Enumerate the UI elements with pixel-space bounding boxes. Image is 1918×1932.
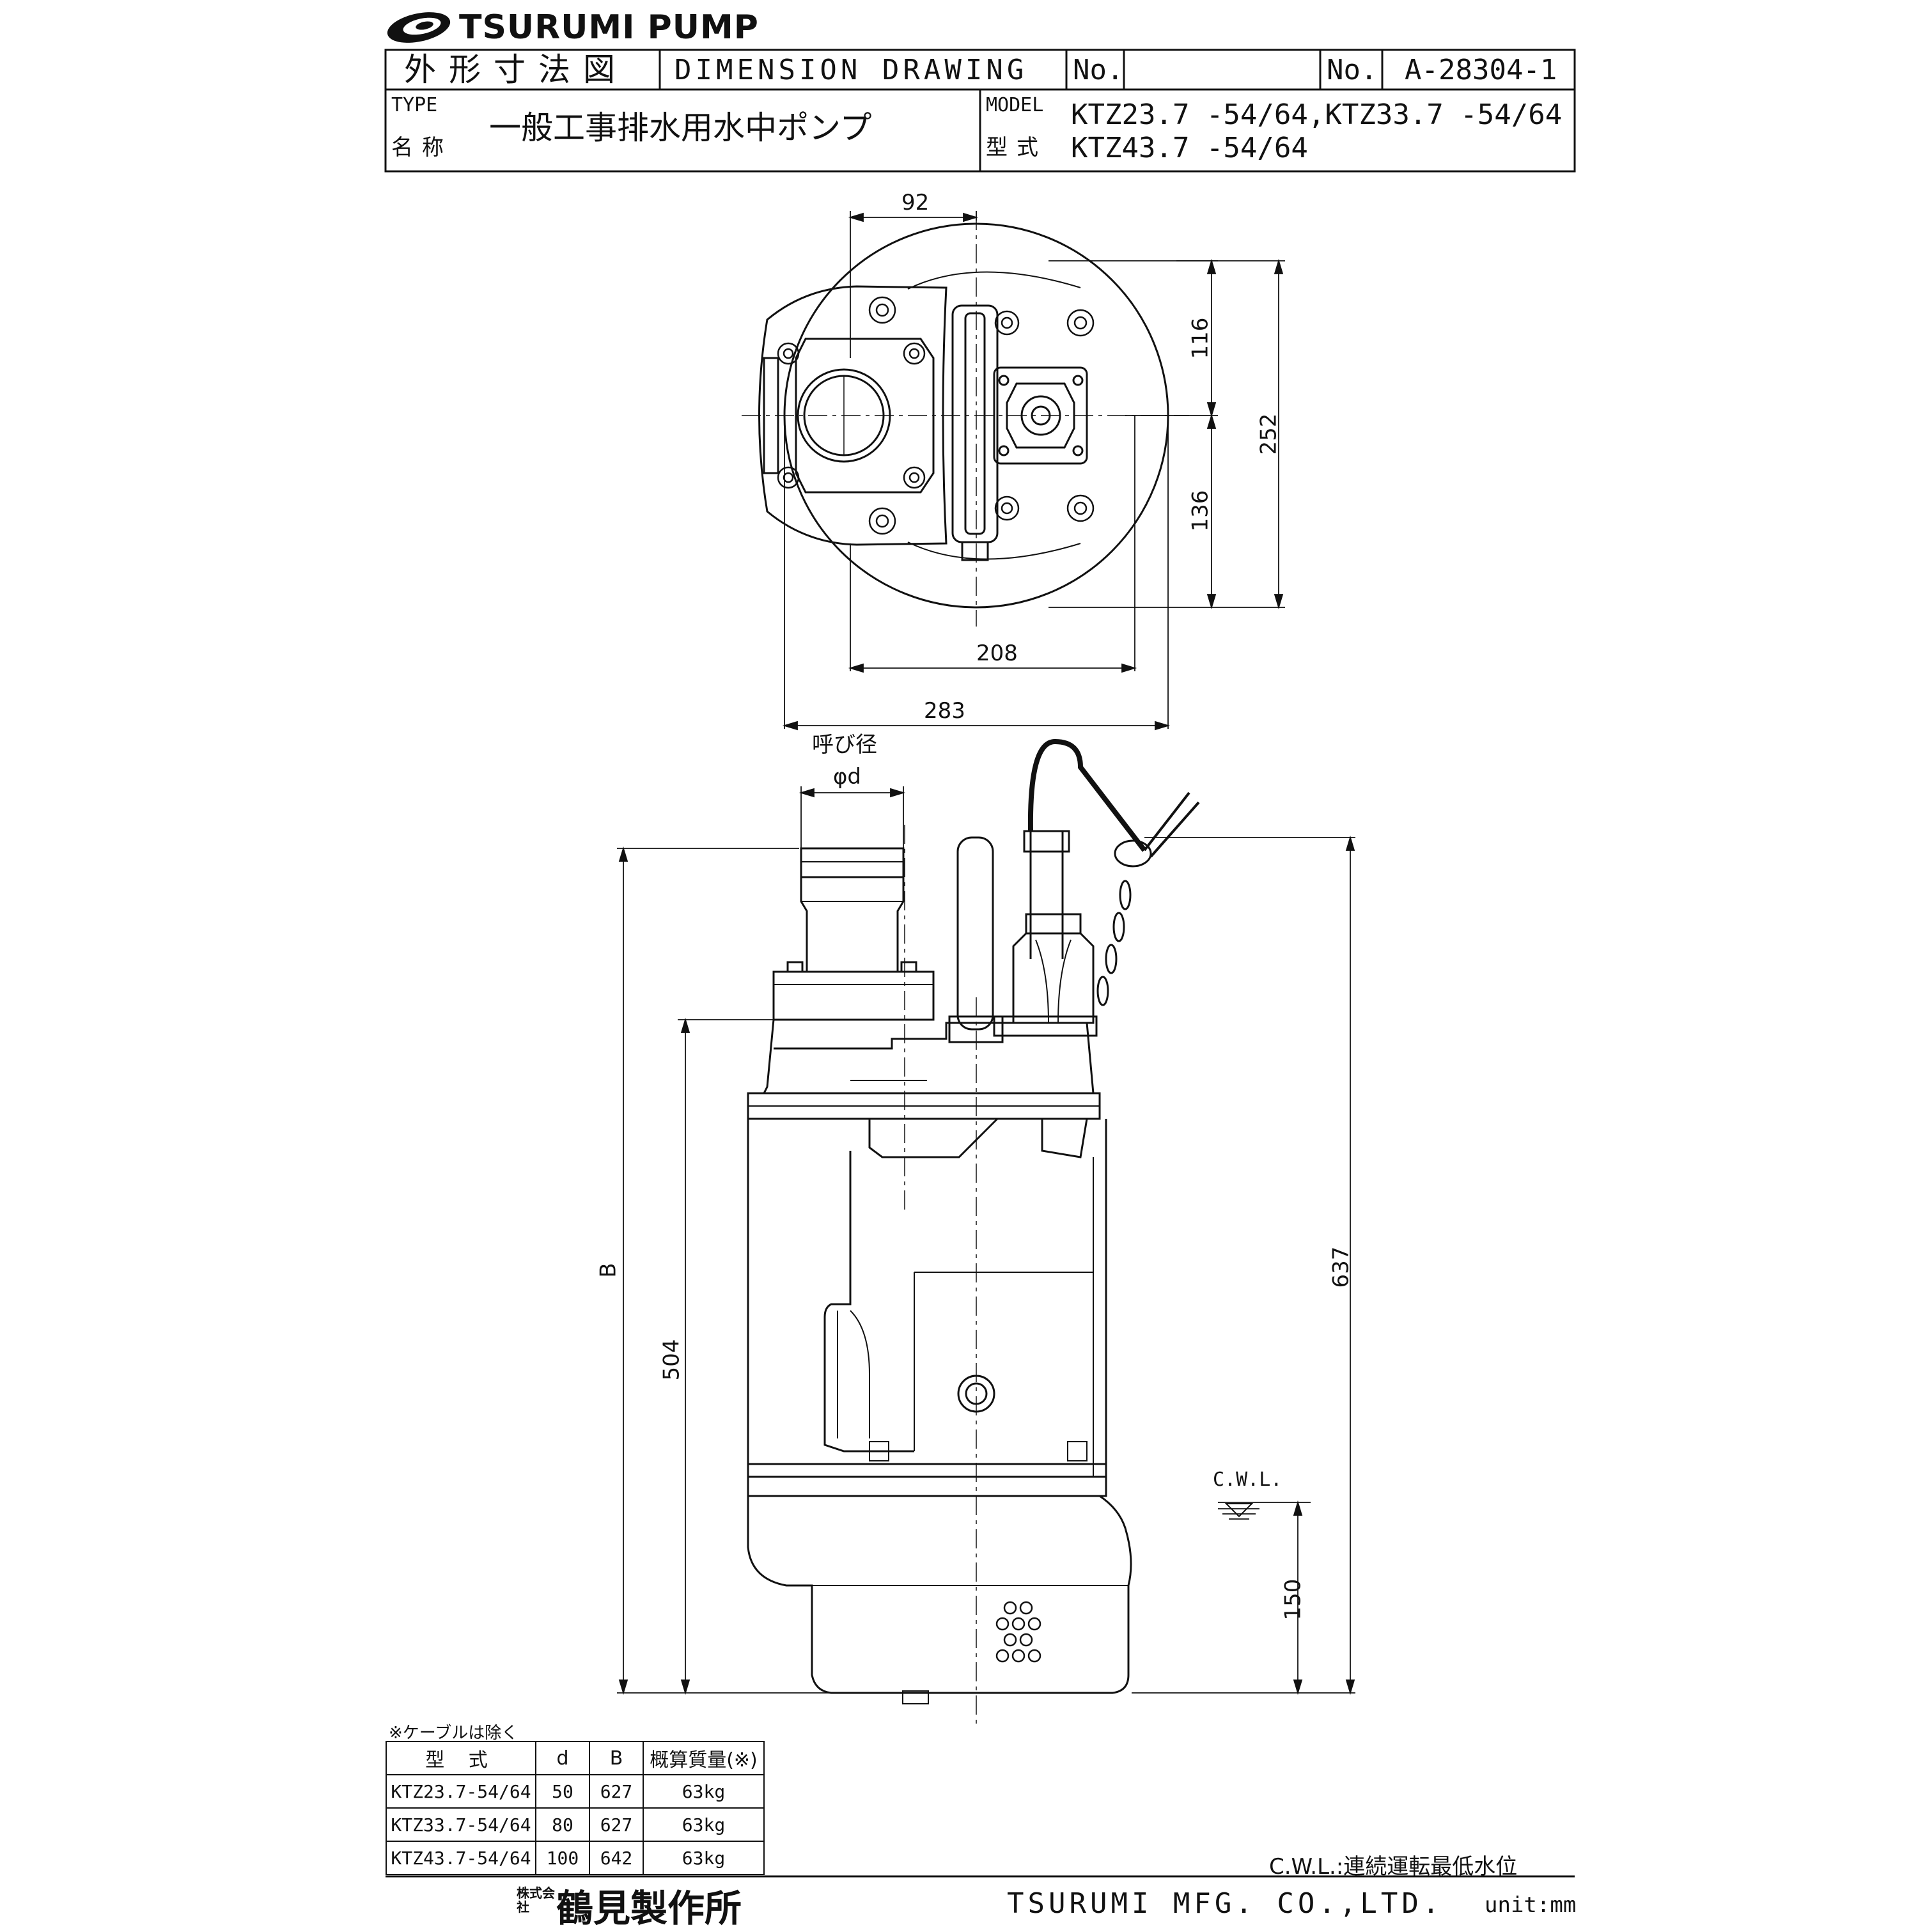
no-label-1: No.	[1073, 54, 1124, 86]
company-name-en: TSURUMI MFG. CO.,LTD.	[1007, 1887, 1444, 1920]
table-row: KTZ23.7-54/64 50 627 63kg	[386, 1774, 765, 1809]
cell-b: 642	[589, 1841, 644, 1875]
cell-b: 627	[589, 1807, 644, 1842]
dim-208: 208	[976, 641, 1018, 666]
cell-b: 627	[589, 1774, 644, 1809]
cell-weight: 63kg	[643, 1807, 765, 1842]
brand-logo: TSURUMI PUMP	[384, 5, 759, 50]
doc-title-jp: 外形寸法図	[404, 51, 628, 88]
cell-model: KTZ33.7-54/64	[386, 1807, 536, 1842]
swirl-logo-icon	[387, 12, 451, 43]
model-label-jp: 型式	[986, 135, 1047, 160]
col-b: B	[589, 1741, 644, 1775]
doc-title-en: DIMENSION DRAWING	[674, 54, 1028, 86]
cell-model: KTZ23.7-54/64	[386, 1774, 536, 1809]
dim-283: 283	[924, 698, 965, 724]
cwl-note: C.W.L.:連続運転最低水位	[1269, 1854, 1518, 1880]
name-label: 名称	[391, 135, 453, 160]
cell-weight: 63kg	[643, 1841, 765, 1875]
bore-symbol: φd	[833, 764, 862, 790]
no-label-2: No.	[1327, 54, 1378, 86]
company-name-jp: 鶴見製作所	[556, 1887, 742, 1930]
cell-weight: 63kg	[643, 1774, 765, 1809]
table-row: KTZ33.7-54/64 80 627 63kg	[386, 1807, 765, 1842]
model-line-1: KTZ23.7 -54/64,KTZ33.7 -54/64	[1071, 98, 1563, 131]
drawing-number: A-28304-1	[1405, 54, 1557, 86]
table-row: KTZ43.7-54/64 100 642 63kg	[386, 1841, 765, 1875]
dim-92: 92	[901, 190, 930, 215]
model-line-2: KTZ43.7 -54/64	[1071, 132, 1308, 164]
spec-header-row: 型 式 d B 概算質量(※)	[386, 1741, 765, 1775]
col-weight: 概算質量(※)	[643, 1741, 765, 1775]
col-model: 型 式	[386, 1741, 536, 1775]
spec-note: ※ケーブルは除く	[389, 1724, 518, 1743]
brand-name: TSURUMI PUMP	[459, 8, 759, 47]
company-prefix: 株式会社	[517, 1885, 555, 1915]
unit-label: unit:mm	[1485, 1892, 1577, 1918]
cwl-label: C.W.L.	[1213, 1468, 1283, 1491]
cell-model: KTZ43.7-54/64	[386, 1841, 536, 1875]
model-label: MODEL	[986, 94, 1044, 116]
type-label: TYPE	[391, 94, 438, 116]
spec-table: 型 式 d B 概算質量(※) KTZ23.7-54/64 50 627 63k…	[386, 1741, 765, 1875]
col-d: d	[535, 1741, 590, 1775]
cell-d: 100	[535, 1841, 590, 1875]
cell-d: 50	[535, 1774, 590, 1809]
product-name: 一般工事排水用水中ポンプ	[489, 109, 872, 146]
bore-label: 呼び径	[812, 732, 877, 758]
cell-d: 80	[535, 1807, 590, 1842]
